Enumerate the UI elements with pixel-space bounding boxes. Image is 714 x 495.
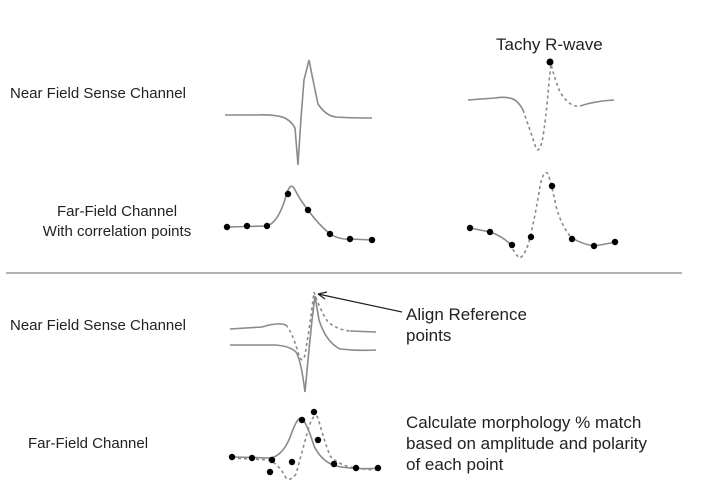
correlation-point <box>248 454 256 462</box>
far-field-label-top-line2: With correlation points <box>42 223 192 240</box>
tachy-title: Tachy R-wave <box>496 35 603 54</box>
correlation-point <box>568 235 576 243</box>
align-annotation-line1: Align Reference <box>406 305 527 324</box>
morphology-annotation-line3: of each point <box>406 455 504 474</box>
correlation-point <box>326 230 334 238</box>
correlation-point <box>304 206 312 214</box>
correlation-point <box>330 460 338 468</box>
correlation-point <box>314 436 322 444</box>
far-field-waveform-top-left <box>226 185 373 241</box>
correlation-point <box>346 235 354 243</box>
tachy-near-field-solid-left <box>467 96 524 111</box>
near-field-aligned-solid-lower <box>230 295 377 393</box>
tachy-far-field-points <box>466 182 619 250</box>
correlation-point <box>466 224 474 232</box>
near-field-label-bottom: Near Field Sense Channel <box>10 317 186 334</box>
correlation-point <box>508 241 516 249</box>
near-field-aligned-dashed <box>285 291 351 361</box>
near-field-aligned-solid-upper-right <box>349 330 377 333</box>
correlation-point <box>527 233 535 241</box>
correlation-point <box>374 464 382 472</box>
morphology-annotation-line2: based on amplitude and polarity <box>406 434 647 453</box>
align-annotation: Align Reference points <box>406 304 527 346</box>
far-field-overlay-solid <box>231 416 381 470</box>
correlation-point <box>352 464 360 472</box>
correlation-point <box>310 408 318 416</box>
correlation-point <box>548 182 556 190</box>
far-field-correlation-points-top-left <box>223 190 376 244</box>
align-annotation-line2: points <box>406 326 452 345</box>
correlation-point <box>611 238 619 246</box>
correlation-point <box>223 223 231 231</box>
tachy-near-field-solid-right <box>579 99 615 107</box>
correlation-point <box>288 458 296 466</box>
correlation-point <box>590 242 598 250</box>
correlation-point <box>298 416 306 424</box>
far-field-overlay-dashed <box>231 414 381 481</box>
far-field-label-top: Far-Field Channel With correlation point… <box>24 202 210 242</box>
far-field-label-top-line1: Far-Field Channel <box>56 203 178 220</box>
near-field-label-top: Near Field Sense Channel <box>10 85 186 102</box>
far-field-overlay-points <box>228 408 382 476</box>
correlation-point <box>486 228 494 236</box>
correlation-point <box>266 468 274 476</box>
near-field-aligned-solid-upper <box>229 323 287 330</box>
tachy-peak-point <box>546 58 554 66</box>
far-field-label-bottom: Far-Field Channel <box>28 435 149 452</box>
align-arrow-head <box>317 291 328 300</box>
correlation-point <box>284 190 292 198</box>
morphology-annotation: Calculate morphology % match based on am… <box>406 412 647 475</box>
correlation-point <box>228 453 236 461</box>
near-field-waveform-top-left <box>225 59 373 166</box>
correlation-point <box>268 456 276 464</box>
morphology-annotation-line1: Calculate morphology % match <box>406 413 642 432</box>
tachy-far-field-dashed <box>509 171 573 259</box>
align-arrow <box>317 293 403 313</box>
tachy-near-field-dashed <box>522 63 581 151</box>
correlation-point <box>263 222 271 230</box>
correlation-point <box>243 222 251 230</box>
correlation-point <box>368 236 376 244</box>
